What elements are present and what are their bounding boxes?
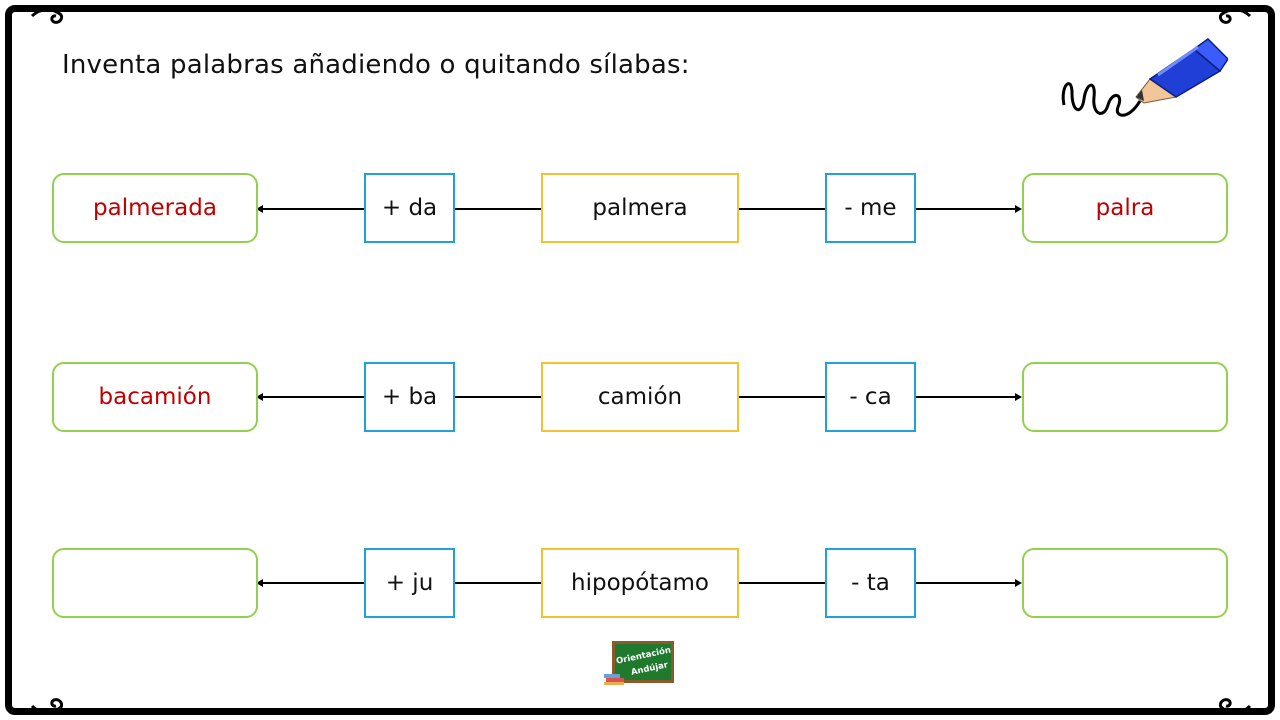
add-syllable-box: + ba	[364, 362, 455, 432]
arrow-right-icon	[1015, 393, 1022, 401]
result-box-left[interactable]: bacamión	[52, 362, 258, 432]
corner-flourish-icon	[1218, 8, 1252, 24]
connector-line	[738, 582, 826, 584]
remove-syllable-box: - me	[825, 173, 916, 243]
connector-line	[454, 396, 542, 398]
arrow-left-icon	[256, 579, 263, 587]
connector-line	[738, 208, 826, 210]
result-box-right[interactable]	[1022, 548, 1228, 618]
result-box-right[interactable]	[1022, 362, 1228, 432]
result-box-left[interactable]: palmerada	[52, 173, 258, 243]
connector-line	[262, 582, 366, 584]
base-word-box: camión	[541, 362, 739, 432]
connector-line	[914, 208, 1016, 210]
remove-syllable-box: - ca	[825, 362, 916, 432]
arrow-right-icon	[1015, 579, 1022, 587]
connector-line	[738, 396, 826, 398]
pencil-icon	[1061, 38, 1228, 117]
connector-line	[914, 582, 1016, 584]
connector-line	[262, 208, 366, 210]
connector-line	[262, 396, 366, 398]
arrow-right-icon	[1015, 205, 1022, 213]
remove-syllable-box: - ta	[825, 548, 916, 618]
connector-line	[914, 396, 1016, 398]
connector-line	[454, 582, 542, 584]
base-word-box: palmera	[541, 173, 739, 243]
add-syllable-box: + ju	[364, 548, 455, 618]
orientacion-andujar-logo: Orientación Andújar	[604, 641, 674, 685]
arrow-left-icon	[256, 393, 263, 401]
corner-flourish-icon	[1218, 698, 1252, 714]
connector-line	[454, 208, 542, 210]
add-syllable-box: + da	[364, 173, 455, 243]
corner-flourish-icon	[30, 698, 64, 714]
result-box-right[interactable]: palra	[1022, 173, 1228, 243]
base-word-box: hipopótamo	[541, 548, 739, 618]
arrow-left-icon	[256, 205, 263, 213]
page-frame	[5, 5, 1275, 715]
page-title: Inventa palabras añadiendo o quitando sí…	[62, 50, 690, 80]
result-box-left[interactable]	[52, 548, 258, 618]
corner-flourish-icon	[30, 8, 64, 24]
